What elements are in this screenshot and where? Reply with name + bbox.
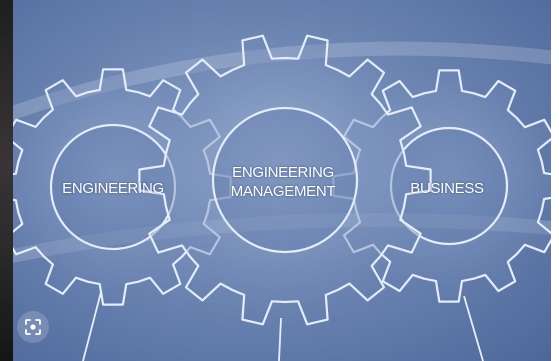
- visual-search-icon: [25, 319, 41, 335]
- adjacent-image-strip: [0, 0, 13, 361]
- right-margin: [551, 0, 559, 361]
- gear-center: [138, 34, 432, 326]
- pointer-line-right: [463, 295, 484, 361]
- pointer-lines: [82, 291, 484, 361]
- gear-center-hub: [211, 106, 359, 254]
- pointer-line-left: [82, 291, 102, 361]
- gears-illustration: ENGINEERING ENGINEERING MANAGEMENT BUSIN…: [13, 0, 551, 361]
- gears-svg: [13, 34, 551, 361]
- gear-label-line-2: MANAGEMENT: [230, 183, 336, 200]
- pointer-line-center: [278, 317, 282, 361]
- gear-label-line-1: ENGINEERING: [232, 164, 334, 181]
- gear-label-business: BUSINESS: [410, 180, 484, 197]
- gear-label-engineering-management: ENGINEERING MANAGEMENT: [213, 163, 353, 201]
- gear-label-engineering: ENGINEERING: [62, 180, 164, 197]
- visual-search-button[interactable]: [17, 311, 49, 343]
